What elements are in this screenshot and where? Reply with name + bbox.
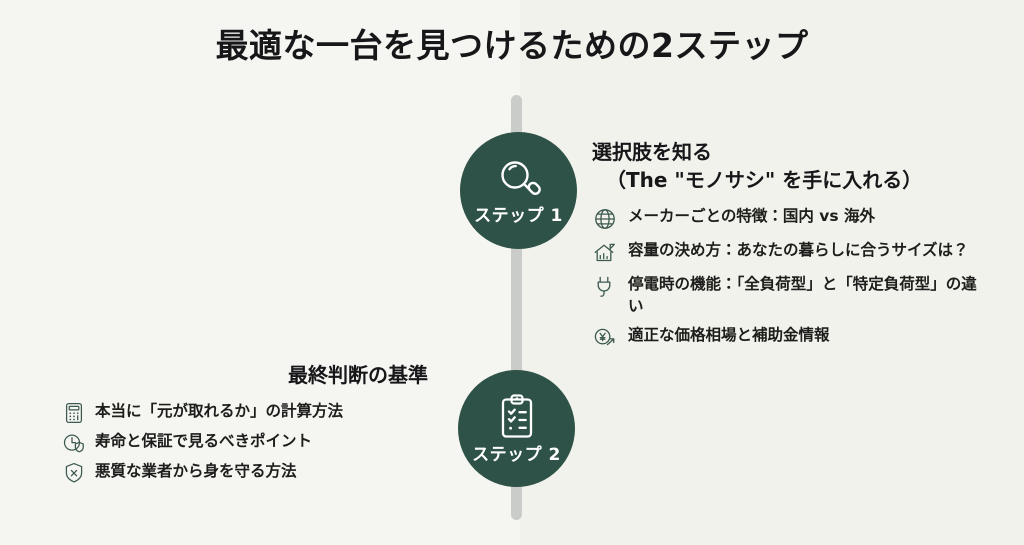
step-1-heading-line2: （The "モノサシ" を手に入れる） xyxy=(606,168,923,193)
step-2-label: ステップ 2 xyxy=(472,445,561,465)
step-2-badge[interactable]: ステップ 2 xyxy=(458,370,575,487)
plug-icon xyxy=(592,274,618,300)
step-2-heading: 最終判断の基準 xyxy=(288,363,428,387)
background-right-panel xyxy=(520,0,1024,545)
list-item: 本当に「元が取れるか」の計算方法 xyxy=(62,400,428,425)
step-1-heading: 選択肢を知る （The "モノサシ" を手に入れる） xyxy=(592,138,992,195)
bullet-text: 適正な価格相場と補助金情報 xyxy=(628,325,830,344)
bullet-text: 悪質な業者から身を守る方法 xyxy=(95,462,297,480)
calculator-icon xyxy=(62,401,86,425)
house-chart-icon xyxy=(592,240,618,266)
magnifier-icon xyxy=(494,156,544,204)
step-1-bullet-list: メーカーごとの特徴：国内 vs 海外 容量の決め方：あなたの暮らしに合うサイズは… xyxy=(592,205,992,351)
list-item: 寿命と保証で見るべきポイント xyxy=(62,430,428,455)
list-item: 停電時の機能：「全負荷型」と「特定負荷型」の違い xyxy=(592,273,992,317)
globe-icon xyxy=(592,206,618,232)
step-2-content: 最終判断の基準 xyxy=(62,362,428,490)
clipboard-checklist-icon xyxy=(494,393,540,443)
clock-shield-icon xyxy=(62,431,86,455)
step-1-content: 選択肢を知る （The "モノサシ" を手に入れる） メーカーごとの特徴：国内 … xyxy=(592,138,992,358)
list-item: メーカーごとの特徴：国内 vs 海外 xyxy=(592,205,992,232)
step-1-badge[interactable]: ステップ 1 xyxy=(460,132,577,249)
bullet-text: 容量の決め方：あなたの暮らしに合うサイズは？ xyxy=(628,240,969,259)
bullet-text: 停電時の機能：「全負荷型」と「特定負荷型」の違い xyxy=(628,274,977,315)
step-1-label: ステップ 1 xyxy=(474,206,563,226)
bullet-text: メーカーごとの特徴：国内 vs 海外 xyxy=(628,206,875,225)
list-item: 容量の決め方：あなたの暮らしに合うサイズは？ xyxy=(592,239,992,266)
timeline-connector xyxy=(511,95,522,520)
bullet-text: 本当に「元が取れるか」の計算方法 xyxy=(95,402,344,420)
bullet-text: 寿命と保証で見るべきポイント xyxy=(95,432,313,450)
shield-x-icon xyxy=(62,461,86,485)
list-item: 悪質な業者から身を守る方法 xyxy=(62,460,428,485)
page-title: 最適な一台を見つけるための2ステップ xyxy=(215,26,809,65)
list-item: 適正な価格相場と補助金情報 xyxy=(592,324,992,351)
step-2-bullet-list: 本当に「元が取れるか」の計算方法 寿命と保証で見るべきポイント xyxy=(62,400,428,485)
step-1-heading-line1: 選択肢を知る xyxy=(592,140,712,164)
yen-trend-icon xyxy=(592,325,618,351)
